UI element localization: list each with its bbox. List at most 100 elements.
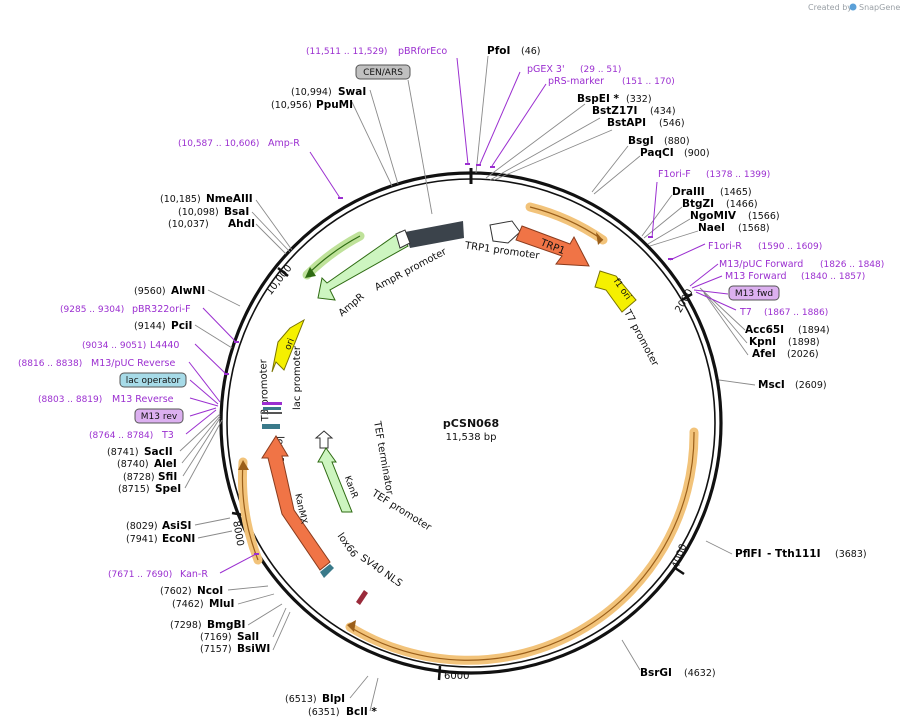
- svg-text:BsaI: BsaI: [224, 206, 249, 218]
- svg-text:(8764 .. 8784): (8764 .. 8784): [89, 431, 153, 441]
- svg-text:M13/pUC Reverse: M13/pUC Reverse: [91, 358, 175, 369]
- svg-text:T7: T7: [739, 307, 752, 318]
- feature-small-stacks: [262, 402, 282, 429]
- svg-text:SwaI: SwaI: [338, 86, 366, 98]
- svg-text:(46): (46): [521, 46, 541, 57]
- svg-text:(10,587 .. 10,606): (10,587 .. 10,606): [178, 139, 259, 149]
- svg-text:(10,994): (10,994): [291, 87, 332, 98]
- svg-text:(9034 .. 9051): (9034 .. 9051): [82, 341, 146, 351]
- svg-text:(1894): (1894): [798, 325, 830, 336]
- sv40-nls-label: SV40 NLS: [358, 553, 404, 590]
- svg-text:BtgZI: BtgZI: [682, 198, 714, 210]
- svg-text:(9285 .. 9304): (9285 .. 9304): [60, 305, 124, 315]
- svg-text:Acc65I: Acc65I: [745, 324, 784, 336]
- svg-text:AfeI: AfeI: [752, 348, 776, 360]
- svg-text:(7602): (7602): [160, 586, 192, 597]
- svg-text:pGEX 3': pGEX 3': [527, 64, 565, 75]
- connector-lines: [179, 55, 756, 712]
- plasmid-length: 11,538 bp: [446, 432, 497, 443]
- orf-arcs: [237, 202, 699, 665]
- svg-text:PaqCI: PaqCI: [640, 147, 674, 159]
- svg-text:M13 Forward: M13 Forward: [725, 271, 787, 282]
- feature-sv40-nls: [356, 590, 368, 605]
- svg-text:M13/pUC Forward: M13/pUC Forward: [719, 259, 803, 270]
- svg-text:(29 .. 51): (29 .. 51): [580, 65, 621, 75]
- svg-text:(4632): (4632): [684, 668, 716, 679]
- svg-text:BmgBI: BmgBI: [207, 619, 245, 631]
- svg-text:BstAPI: BstAPI: [607, 117, 646, 129]
- svg-text:(7671 .. 7690): (7671 .. 7690): [108, 570, 172, 580]
- svg-text:8000: 8000: [230, 520, 245, 547]
- feature-lox66: [320, 564, 334, 578]
- primer-lines: [185, 57, 737, 574]
- tef-promoter-label: TEF promoter: [369, 488, 434, 534]
- svg-text:SalI: SalI: [237, 631, 259, 643]
- svg-text:(1466): (1466): [726, 199, 758, 210]
- svg-text:(1590 .. 1609): (1590 .. 1609): [758, 242, 822, 252]
- svg-text:MluI: MluI: [209, 598, 234, 610]
- feature-kanr: KanR: [317, 447, 359, 513]
- feature-tef-terminator: [314, 430, 334, 449]
- plasmid-name: pCSN068: [443, 417, 499, 430]
- svg-text:(8728): (8728): [123, 472, 155, 483]
- enzyme-labels-right: PfoI (46) BspEI * (332) BstZ17I (434) Bs…: [487, 45, 867, 679]
- svg-text:Amp-R: Amp-R: [268, 138, 300, 149]
- svg-text:(1898): (1898): [788, 337, 820, 348]
- svg-text:(2609): (2609): [795, 380, 827, 391]
- svg-text:BspEI *: BspEI *: [577, 93, 620, 105]
- svg-text:pBRforEco: pBRforEco: [398, 46, 447, 57]
- m13-fwd-box: M13 fwd: [728, 285, 780, 301]
- svg-text:pBR322ori-F: pBR322ori-F: [132, 304, 191, 315]
- tef-terminator-label: TEF terminator: [371, 419, 395, 496]
- svg-text:4000: 4000: [670, 543, 689, 571]
- enzyme-labels-left: (6513) BlpI (6351) BclI * (7157) BsiWI (…: [107, 86, 377, 718]
- snapgene-logo-icon: [849, 3, 857, 11]
- svg-text:Kan-R: Kan-R: [180, 569, 208, 580]
- svg-text:L4440: L4440: [150, 340, 179, 351]
- svg-text:PflFI: PflFI: [735, 548, 762, 560]
- svg-text:(11,511 .. 11,529): (11,511 .. 11,529): [306, 47, 387, 57]
- svg-text:T3: T3: [161, 430, 174, 441]
- svg-text:PfoI: PfoI: [487, 45, 510, 57]
- svg-text:M13 rev: M13 rev: [141, 412, 178, 422]
- svg-text:(10,185): (10,185): [160, 194, 201, 205]
- feature-dark-block: [405, 221, 464, 248]
- feature-ori: ori: [271, 318, 305, 373]
- svg-text:AleI: AleI: [154, 458, 177, 470]
- tick-6000: 6000: [437, 665, 469, 682]
- svg-text:6000: 6000: [444, 671, 469, 682]
- svg-text:(9144): (9144): [134, 321, 166, 332]
- svg-text:BstZ17I: BstZ17I: [592, 105, 637, 117]
- svg-text:SfiI: SfiI: [158, 471, 177, 483]
- svg-text:(332): (332): [626, 94, 652, 105]
- svg-text:(9560): (9560): [134, 286, 166, 297]
- svg-text:- Tth111I: - Tth111I: [767, 548, 821, 560]
- primer-labels: (11,511 .. 11,529) pBRforEco pGEX 3' (29…: [18, 46, 884, 580]
- svg-text:(8741): (8741): [107, 447, 139, 458]
- svg-text:(1568): (1568): [738, 223, 770, 234]
- svg-text:(3683): (3683): [835, 549, 867, 560]
- svg-text:(8816 .. 8838): (8816 .. 8838): [18, 359, 82, 369]
- feature-ampr: [317, 229, 411, 301]
- svg-text:(1465): (1465): [720, 187, 752, 198]
- svg-text:(1867 .. 1886): (1867 .. 1886): [764, 308, 828, 318]
- credit-prefix: Created by: [808, 3, 852, 12]
- svg-text:(10,098): (10,098): [178, 207, 219, 218]
- svg-text:(7941): (7941): [126, 534, 158, 545]
- svg-text:M13 Reverse: M13 Reverse: [112, 394, 174, 405]
- ampr-label: AmpR: [337, 291, 367, 319]
- svg-text:NmeAIII: NmeAIII: [206, 193, 253, 205]
- m13-rev-box: M13 rev: [134, 408, 184, 424]
- svg-text:(8715): (8715): [118, 484, 150, 495]
- tick-10000: 10,000: [264, 263, 294, 297]
- svg-text:(1826 .. 1848): (1826 .. 1848): [820, 260, 884, 270]
- feature-f1-ori: f1 ori: [594, 270, 637, 313]
- primer-marks: [224, 163, 673, 555]
- svg-text:NaeI: NaeI: [698, 222, 725, 234]
- svg-text:BlpI: BlpI: [322, 693, 345, 705]
- svg-text:BsgI: BsgI: [628, 135, 654, 147]
- svg-text:M13 fwd: M13 fwd: [735, 289, 773, 299]
- svg-text:NcoI: NcoI: [197, 585, 223, 597]
- feature-trp1-promoter: [489, 220, 521, 244]
- svg-text:BclI *: BclI *: [346, 706, 377, 718]
